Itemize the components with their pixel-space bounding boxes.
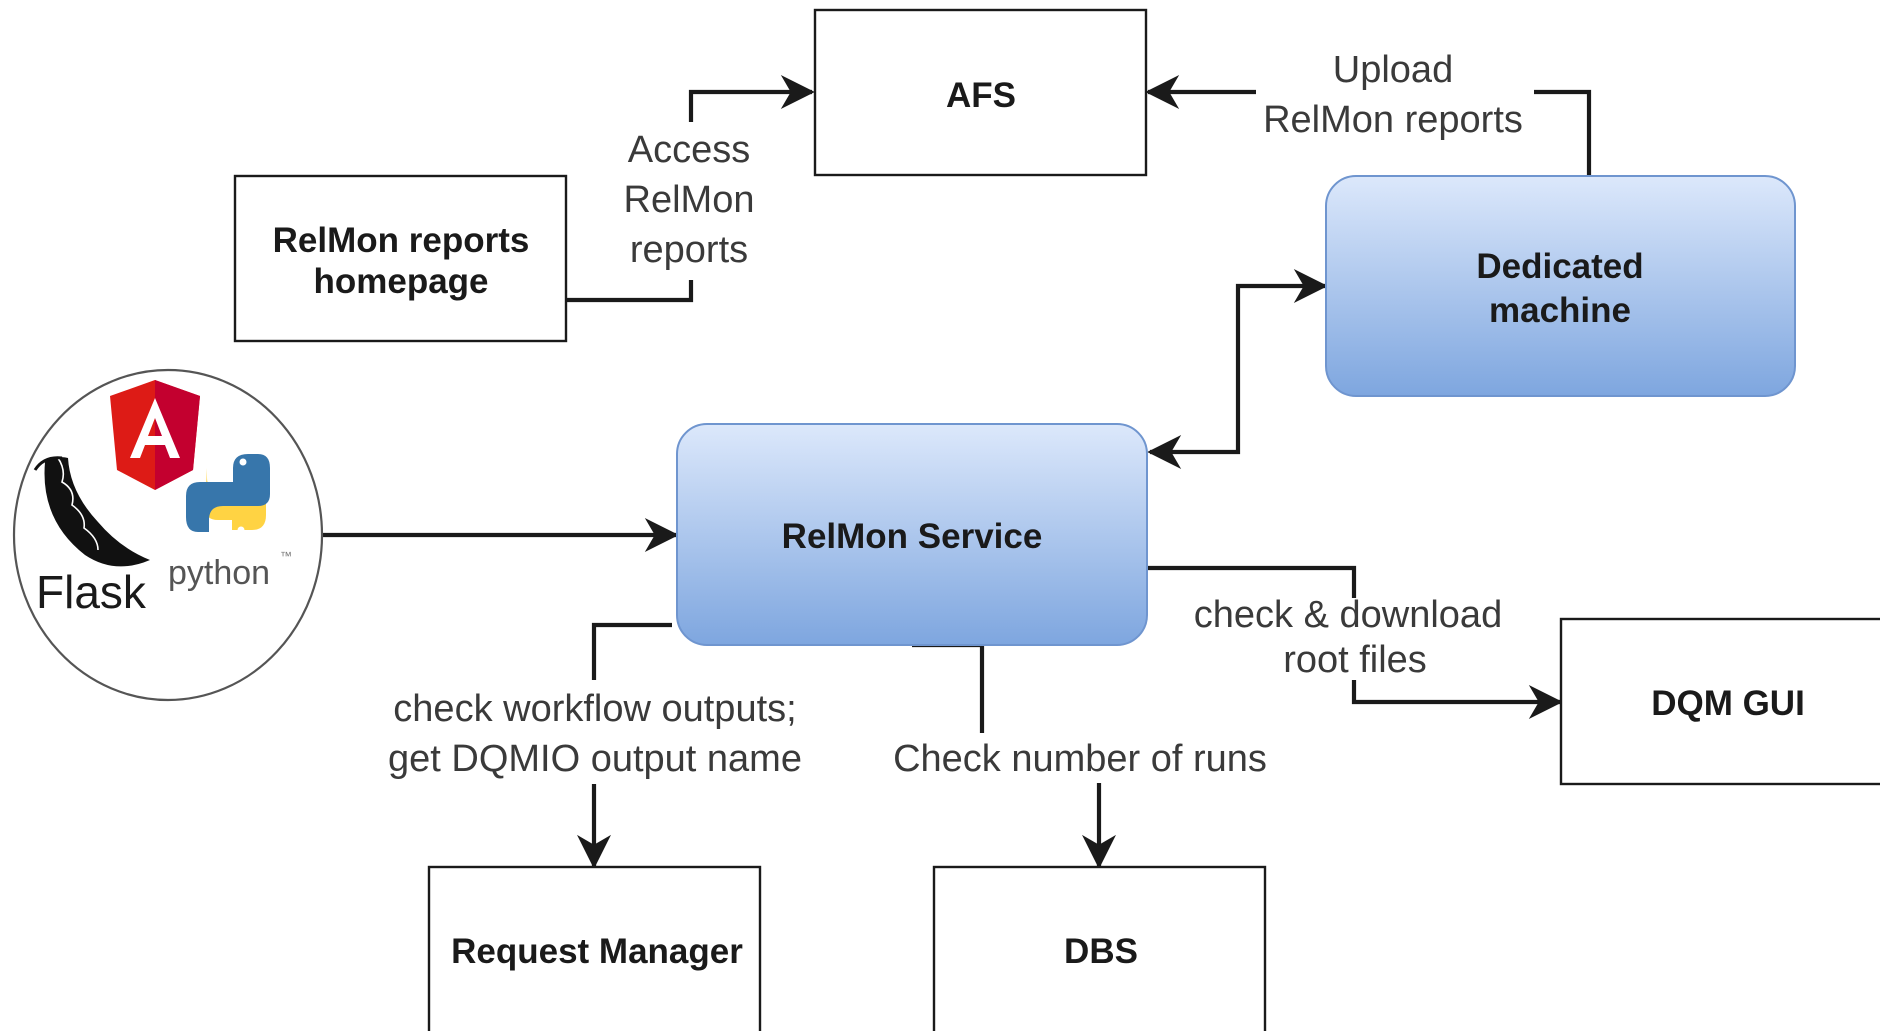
edge-service-to-reqmgr (594, 622, 672, 866)
label-check-download: check & download root files (1194, 594, 1502, 681)
edge-service-to-dqm (1148, 565, 1560, 702)
node-dedicated-line-2: machine (1489, 291, 1631, 330)
flask-horn-icon (33, 456, 150, 567)
edge-service-dedicated (1147, 269, 1328, 469)
label-check-number-of-runs: Check number of runs (893, 738, 1267, 780)
label-access-relmon-reports: Access RelMon reports (624, 129, 755, 271)
edge-homepage-to-afs (566, 92, 812, 303)
node-dqm-gui: DQM GUI (1559, 617, 1880, 786)
node-request-manager: Request Manager (427, 865, 762, 1031)
label-check-download-line-1: check & download (1194, 594, 1502, 636)
python-trademark: ™ (280, 549, 292, 563)
angular-icon (110, 380, 200, 490)
label-upload-relmon-reports: Upload RelMon reports (1263, 49, 1523, 141)
python-icon (186, 454, 270, 534)
node-dedicated-machine: Dedicated machine (1325, 175, 1796, 397)
node-relmon-service: RelMon Service (676, 423, 1148, 646)
python-text: python (168, 554, 270, 592)
tech-stack-logo: Flask python ™ (12, 368, 324, 702)
node-service-label: RelMon Service (782, 517, 1043, 556)
node-homepage-line-1: RelMon reports (273, 221, 530, 260)
flask-text: Flask (36, 566, 147, 618)
label-workflow-line-2: get DQMIO output name (388, 738, 802, 780)
label-access-line-3: reports (630, 229, 748, 271)
label-upload-line-2: RelMon reports (1263, 99, 1523, 141)
label-upload-line-1: Upload (1333, 49, 1453, 91)
node-afs: AFS (813, 8, 1148, 177)
label-check-workflow: check workflow outputs; get DQMIO output… (388, 688, 802, 780)
label-workflow-line-1: check workflow outputs; (393, 688, 796, 730)
node-dedicated-line-1: Dedicated (1476, 247, 1643, 286)
node-homepage-line-2: homepage (313, 262, 488, 301)
label-access-line-2: RelMon (624, 179, 755, 221)
node-reqmgr-label: Request Manager (451, 932, 743, 971)
node-dqm-label: DQM GUI (1651, 684, 1805, 723)
node-dbs-label: DBS (1064, 932, 1138, 971)
edge-dedicated-to-afs (1148, 92, 1592, 176)
label-check-download-line-2: root files (1283, 639, 1427, 681)
node-afs-label: AFS (946, 76, 1016, 115)
node-relmon-homepage: RelMon reports homepage (233, 174, 568, 343)
label-access-line-1: Access (628, 129, 750, 171)
node-dbs: DBS (932, 865, 1267, 1031)
